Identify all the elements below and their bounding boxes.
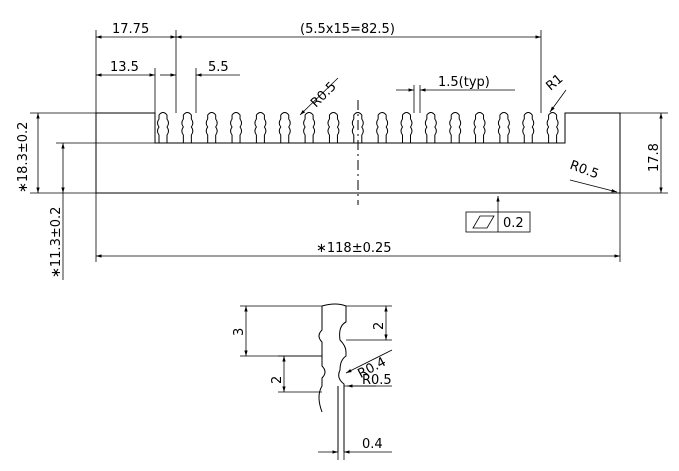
- dim-fin-width-typ: 1.5(typ): [438, 75, 490, 90]
- dim-13-5: 13.5: [110, 60, 139, 75]
- fin: [181, 112, 194, 143]
- fin: [205, 112, 218, 143]
- detail-dim-2-right: 2: [372, 322, 387, 330]
- fin: [546, 112, 559, 143]
- main-dimensions: 17.75 (5.5x15=82.5) 13.5 5.5 R0.5 1.5(ty…: [16, 22, 668, 280]
- parallelogram-flatness-icon: [472, 215, 495, 229]
- radius-r0-5-top: R0.5: [308, 79, 340, 111]
- detail-radius-r0-5: R0.5: [362, 373, 392, 388]
- dim-11-3: ∗11.3±0.2: [49, 207, 64, 278]
- fin-detail-view: 3 2 R0.4 2 R0.5 0.4: [232, 303, 393, 460]
- radius-r1: R1: [543, 72, 566, 95]
- detail-dim-3: 3: [232, 328, 247, 336]
- dim-fin-pitch-total: (5.5x15=82.5): [300, 22, 395, 37]
- detail-dim-2-left: 2: [270, 376, 285, 384]
- fin: [449, 112, 462, 143]
- fin: [376, 112, 389, 143]
- dim-17-8: 17.8: [647, 143, 662, 172]
- flatness-value: 0.2: [503, 216, 524, 231]
- fin: [157, 112, 169, 143]
- fins: [157, 112, 559, 143]
- heatsink-profile: [95, 100, 621, 205]
- fin: [278, 112, 291, 143]
- fin: [327, 112, 340, 143]
- dim-5-5: 5.5: [208, 60, 229, 75]
- fin: [351, 112, 364, 143]
- fin: [424, 112, 437, 143]
- dim-18-3: ∗18.3±0.2: [16, 122, 31, 193]
- dim-17-75: 17.75: [112, 22, 149, 37]
- fin: [254, 112, 267, 143]
- dim-118: ∗118±0.25: [316, 241, 392, 256]
- fin: [473, 112, 486, 143]
- fin: [303, 112, 316, 143]
- radius-r0-5-right: R0.5: [568, 158, 601, 182]
- base-outline: [95, 112, 621, 194]
- fin: [522, 112, 535, 143]
- detail-dim-0-4: 0.4: [362, 437, 383, 452]
- detail-fin-outline: [318, 303, 347, 452]
- fin: [400, 112, 413, 143]
- fin: [230, 112, 243, 143]
- fin: [497, 112, 510, 143]
